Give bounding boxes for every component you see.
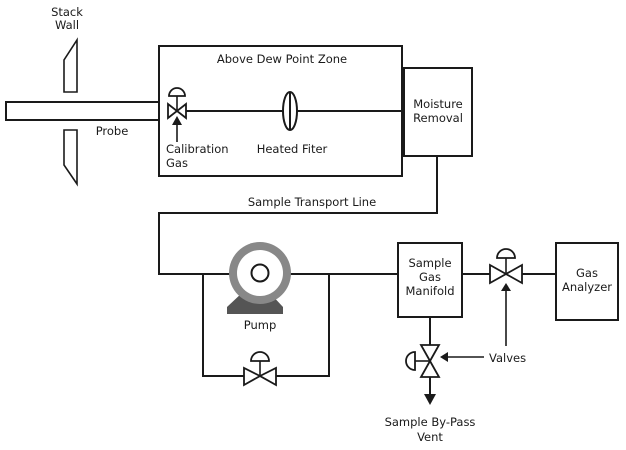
gas-analyzer-label-line1: Gas: [576, 266, 598, 280]
vent-arrow-icon: [424, 394, 436, 405]
gas-analyzer-label-line2: Analyzer: [562, 280, 612, 294]
transport-line-label: Sample Transport Line: [248, 195, 376, 209]
sample-gas-manifold-box: [397, 242, 463, 318]
heated-filter-label: Heated Fiter: [257, 142, 328, 156]
moisture-removal-box: [403, 67, 473, 157]
stack-wall-label-line2: Wall: [55, 18, 79, 32]
pump-label: Pump: [244, 318, 277, 332]
probe-label: Probe: [96, 124, 129, 138]
vent-label-line1: Sample By-Pass: [385, 415, 476, 429]
gas-analyzer-box: [555, 242, 619, 321]
calibration-label-line1: Calibration: [166, 142, 229, 156]
moisture-removal-label-line2: Removal: [413, 111, 463, 125]
valves-callout-to-vent-valve: [440, 352, 484, 362]
moisture-removal-label-line1: Moisture: [413, 97, 463, 111]
calibration-label-line2: Gas: [166, 156, 188, 170]
vent-label-line2: Vent: [417, 430, 443, 444]
vent-valve-icon: [405, 344, 441, 378]
calibration-gas-arrow-icon: [172, 116, 182, 142]
heated-filter-icon: [282, 91, 298, 131]
stack-wall-label-line1: Stack: [51, 5, 83, 19]
bypass-valve-icon: [243, 351, 277, 387]
zone-label: Above Dew Point Zone: [217, 52, 347, 66]
analyzer-valve-icon: [489, 248, 523, 285]
stack-wall: [63, 37, 78, 187]
probe: [5, 101, 169, 121]
valves-label: Valves: [489, 351, 526, 365]
calibration-valve-icon: [167, 87, 187, 120]
manifold-label-line2: Gas: [419, 270, 441, 284]
manifold-label-line3: Manifold: [405, 284, 454, 298]
valves-callout-to-analyzer-valve: [501, 283, 511, 346]
manifold-label-line1: Sample: [408, 256, 451, 270]
pump-icon: [227, 242, 291, 314]
